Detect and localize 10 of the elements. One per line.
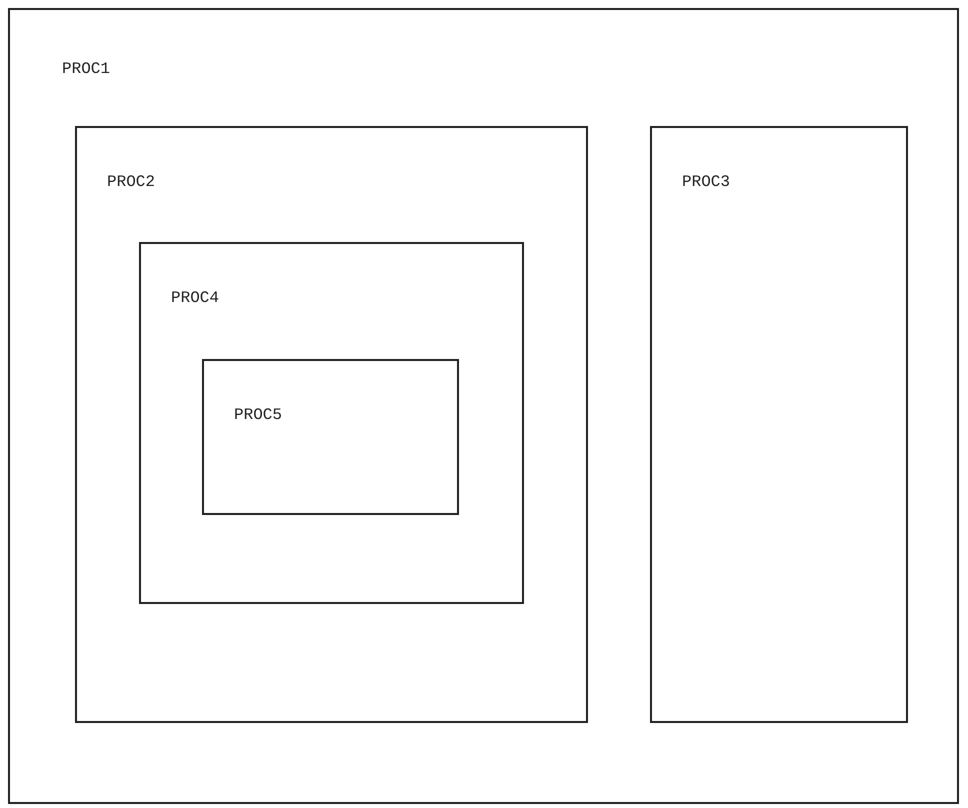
process-label: PROC4 — [171, 289, 220, 307]
process-box — [75, 126, 588, 723]
process-box — [139, 242, 524, 604]
process-box — [202, 359, 459, 515]
process-box — [8, 8, 959, 804]
process-label: PROC5 — [234, 406, 282, 424]
process-label: PROC3 — [682, 173, 730, 191]
process-label: PROC1 — [62, 60, 110, 78]
process-box — [650, 126, 908, 723]
process-label: PROC2 — [107, 173, 156, 191]
